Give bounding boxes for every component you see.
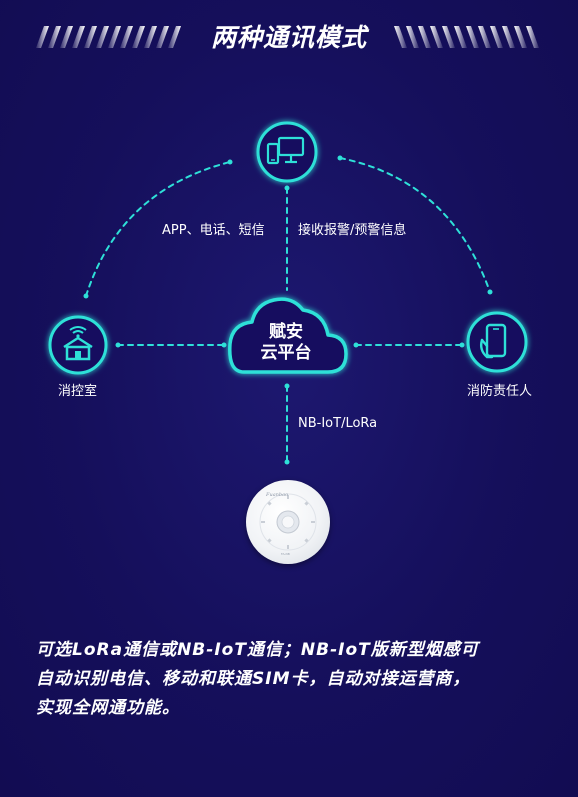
header-stripes-right: [394, 26, 539, 48]
link-arc-left: [85, 161, 231, 297]
cloud-label-line1: 赋安: [269, 322, 303, 342]
link-label-left: APP、电话、短信: [162, 223, 265, 238]
page-title: 两种通讯模式: [210, 23, 367, 52]
cloud-platform-label: 赋安 云平台: [236, 322, 336, 364]
header-stripes-left: [36, 26, 181, 48]
link-label-bottom: NB-IoT/LoRa: [298, 416, 378, 431]
node-label-control-room: 消控室: [58, 384, 98, 399]
control-room-icon: [48, 315, 108, 375]
description-line2: 自动识别电信、移动和联通SIM卡，自动对接运营商，: [36, 669, 471, 689]
devices-icon: [256, 121, 318, 183]
device-model-text: FA-NB: [281, 552, 290, 556]
cloud-label-line2: 云平台: [260, 343, 312, 363]
smartphone-icon: [466, 311, 528, 373]
description-line1: 可选LoRa通信或NB-IoT通信；NB-IoT版新型烟感可: [36, 640, 479, 660]
description-text: 可选LoRa通信或NB-IoT通信；NB-IoT版新型烟感可 自动识别电信、移动…: [36, 636, 556, 723]
header-banner: 两种通讯模式: [0, 16, 578, 56]
cloud-icon: [228, 297, 348, 374]
smoke-detector-detail: [259, 493, 317, 551]
smoke-detector-icon: [246, 480, 330, 564]
link-label-right: 接收报警/预警信息: [298, 223, 407, 238]
device-brand-text: Fuanbao: [266, 492, 289, 498]
node-label-responsible-person: 消防责任人: [467, 384, 533, 399]
description-line3: 实现全网通功能。: [36, 698, 180, 718]
link-arc-right: [339, 157, 491, 293]
